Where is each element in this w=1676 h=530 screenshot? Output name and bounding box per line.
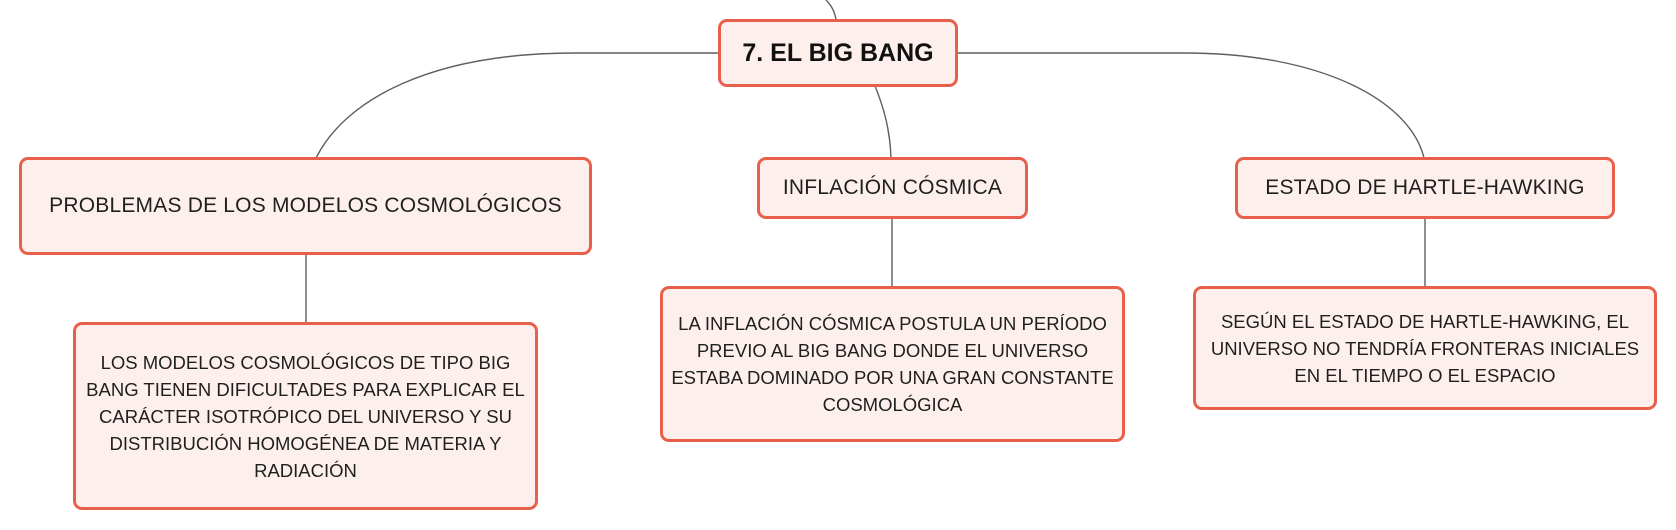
connector-parent-to-root <box>825 0 837 21</box>
topic-label: ESTADO DE HARTLE-HAWKING <box>1265 176 1585 199</box>
topic-label: PROBLEMAS DE LOS MODELOS COSMOLÓGICOS <box>49 194 562 217</box>
connector-root-to-hartle <box>958 52 1425 159</box>
connector-root-to-problemas <box>315 52 718 159</box>
topic-node-problemas[interactable]: PROBLEMAS DE LOS MODELOS COSMOLÓGICOS <box>19 157 592 255</box>
description-node-inflacion[interactable]: LA INFLACIÓN CÓSMICA POSTULA UN PERÍODO … <box>660 286 1125 442</box>
topic-node-inflacion[interactable]: INFLACIÓN CÓSMICA <box>757 157 1028 219</box>
connector-root-to-inflacion <box>874 85 892 159</box>
description-node-hartle-hawking[interactable]: SEGÚN EL ESTADO DE HARTLE-HAWKING, EL UN… <box>1193 286 1657 410</box>
description-text: LOS MODELOS COSMOLÓGICOS DE TIPO BIG BAN… <box>86 351 525 481</box>
topic-node-hartle-hawking[interactable]: ESTADO DE HARTLE-HAWKING <box>1235 157 1615 219</box>
topic-label: INFLACIÓN CÓSMICA <box>782 176 1003 199</box>
description-text: SEGÚN EL ESTADO DE HARTLE-HAWKING, EL UN… <box>1210 310 1640 386</box>
root-node[interactable]: 7. EL BIG BANG <box>718 19 958 87</box>
root-label: 7. EL BIG BANG <box>742 38 934 67</box>
description-node-problemas[interactable]: LOS MODELOS COSMOLÓGICOS DE TIPO BIG BAN… <box>73 322 538 510</box>
description-text: LA INFLACIÓN CÓSMICA POSTULA UN PERÍODO … <box>671 313 1114 415</box>
